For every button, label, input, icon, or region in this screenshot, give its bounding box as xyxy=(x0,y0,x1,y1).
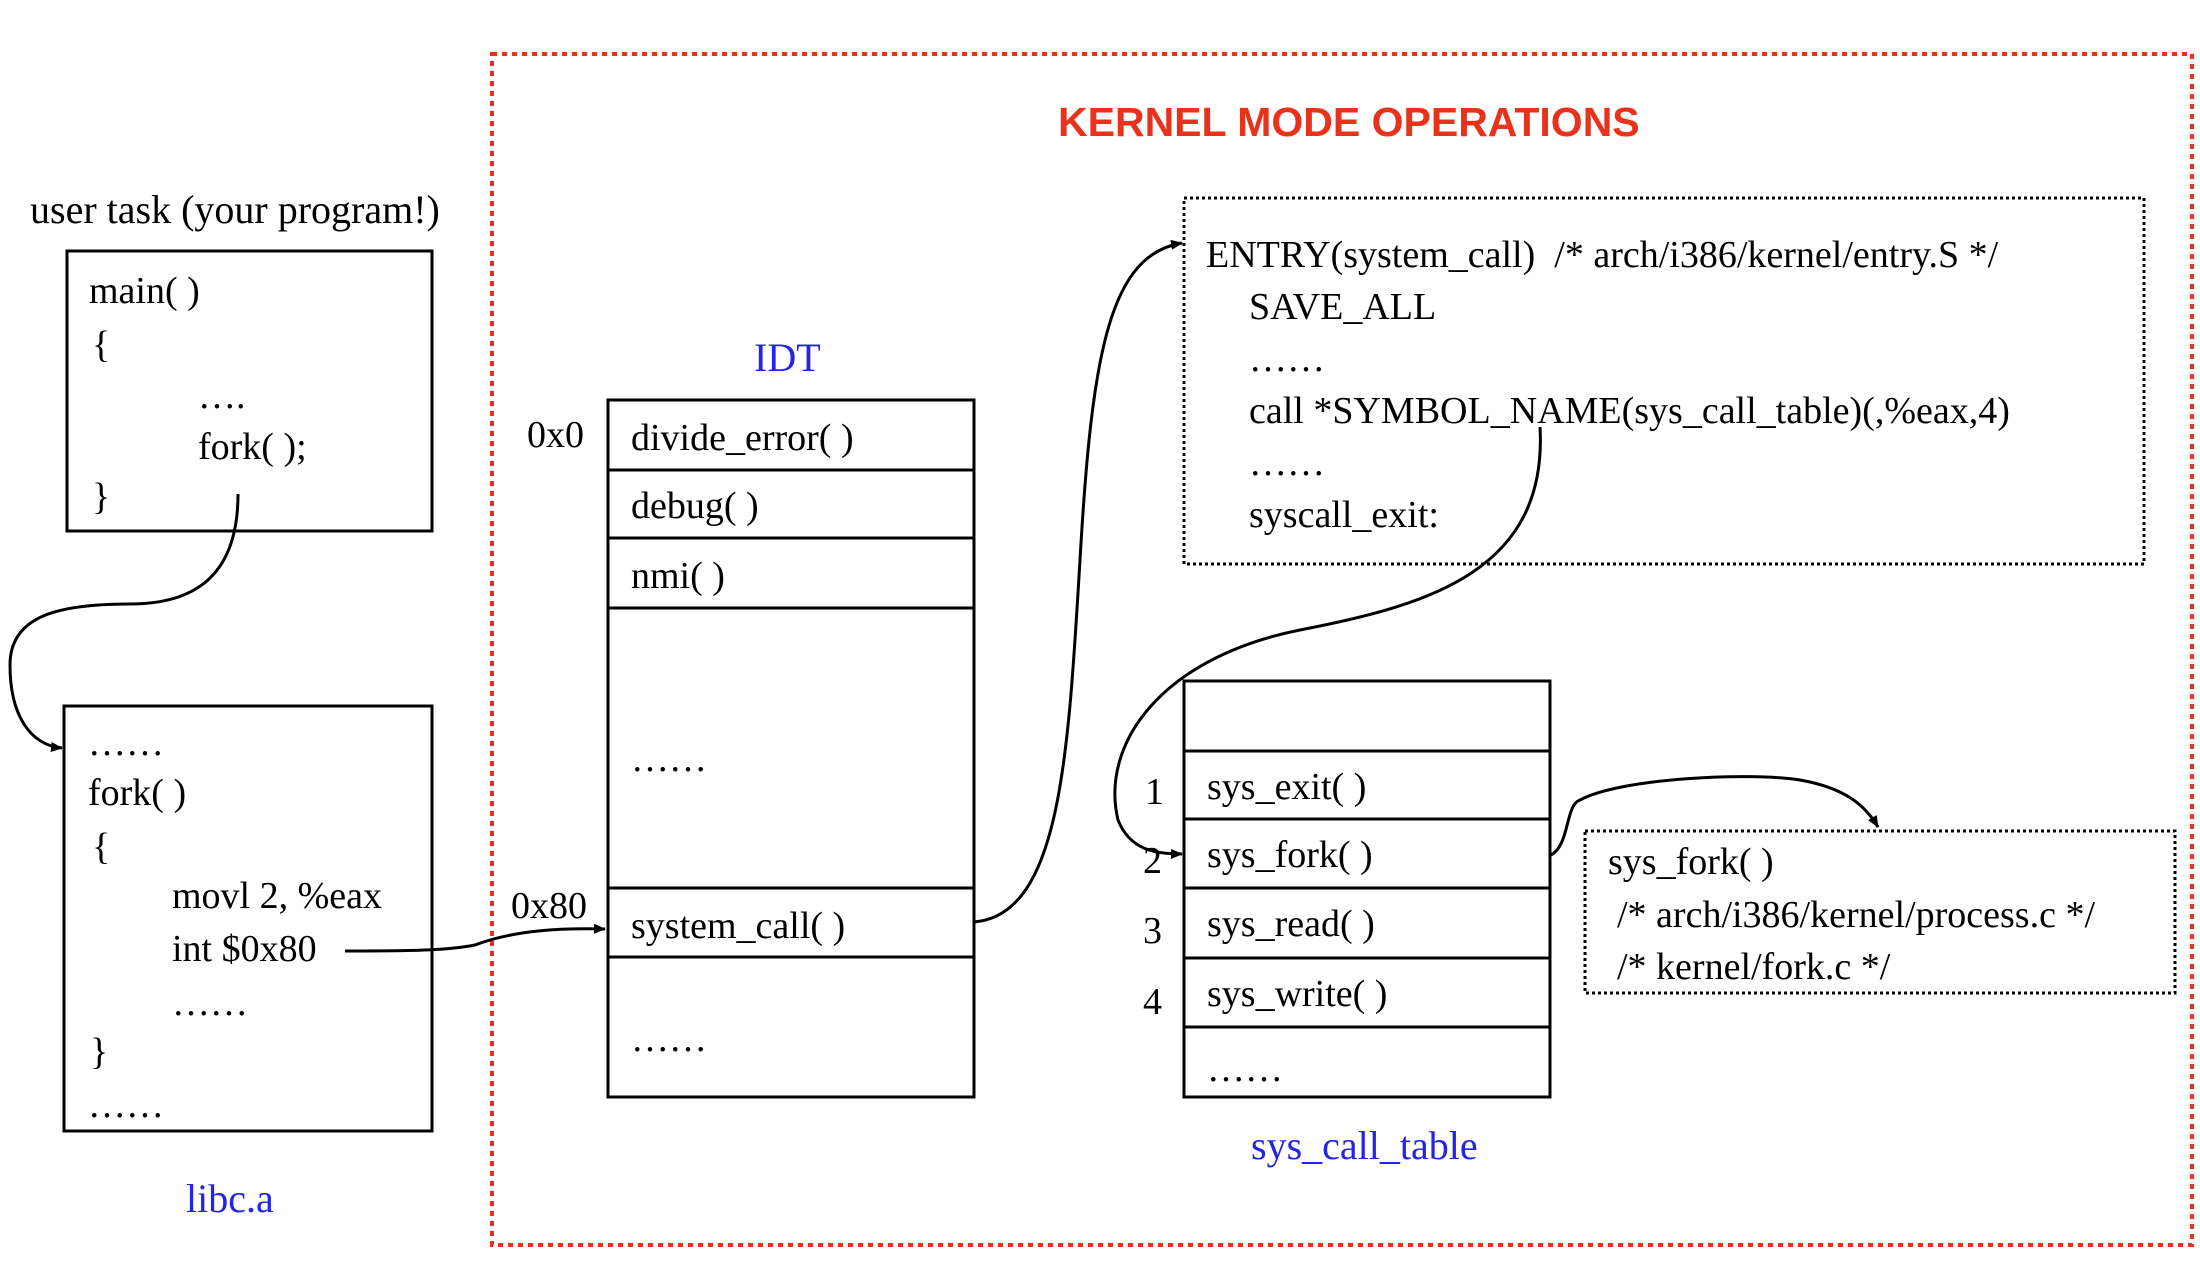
idt-offset-label: 0x0 xyxy=(527,414,584,456)
sys-fork-box xyxy=(1583,829,2177,995)
arrow-main-to-libc xyxy=(8,493,240,752)
kernel-mode-title: KERNEL MODE OPERATIONS xyxy=(1058,99,1640,145)
libc-code-line: } xyxy=(90,1031,109,1073)
libc-caption: libc.a xyxy=(186,1176,274,1221)
user-code-line: …. xyxy=(198,375,246,417)
entry-code-line: ENTRY(system_call) /* arch/i386/kernel/e… xyxy=(1206,234,1999,276)
user-code-line: fork( ); xyxy=(198,426,307,468)
sys-fork-line: /* kernel/fork.c */ xyxy=(1617,946,1891,988)
sys-call-table-row-dividers xyxy=(1184,749,1550,1029)
idt-table xyxy=(606,398,976,1099)
idt-row-dividers xyxy=(608,468,974,959)
entry-code-line: call *SYMBOL_NAME(sys_call_table)(,%eax,… xyxy=(1249,390,2010,432)
syscall-row-label: sys_read( ) xyxy=(1207,903,1375,945)
syscall-row-label: …… xyxy=(1207,1048,1283,1090)
libc-box xyxy=(62,704,434,1133)
libc-code-line: int $0x80 xyxy=(172,928,317,970)
user-code-line: { xyxy=(92,324,111,366)
entry-code-line: SAVE_ALL xyxy=(1249,286,1437,328)
syscall-number: 3 xyxy=(1143,910,1162,952)
syscall-number: 2 xyxy=(1143,840,1162,882)
arrow-int80-to-idt xyxy=(344,923,606,953)
libc-code-line: …… xyxy=(88,1084,164,1126)
idt-row-label: nmi( ) xyxy=(631,555,725,597)
sys-call-table-caption: sys_call_table xyxy=(1251,1123,1478,1168)
idt-offset-label: 0x80 xyxy=(511,885,587,927)
idt-row-label: …… xyxy=(631,738,707,780)
syscall-number: 1 xyxy=(1145,771,1164,813)
arrow-table-to-sysfork xyxy=(1550,775,1880,857)
arrow-idt-to-entry xyxy=(973,239,1183,924)
idt-caption: IDT xyxy=(754,335,821,380)
entry-code-line: …… xyxy=(1249,442,1325,484)
sys-fork-line: /* arch/i386/kernel/process.c */ xyxy=(1617,894,2096,936)
user-code-line: main( ) xyxy=(89,270,200,312)
kernel-mode-region xyxy=(490,52,2194,1247)
syscall-row-label: sys_exit( ) xyxy=(1207,766,1367,808)
entry-code-box xyxy=(1182,196,2146,566)
user-code-line: } xyxy=(92,476,111,518)
idt-row-label: system_call( ) xyxy=(631,905,846,947)
user-task-caption: user task (your program!) xyxy=(30,187,440,232)
entry-code-line: …… xyxy=(1249,338,1325,380)
idt-row-label: divide_error( ) xyxy=(631,417,854,459)
libc-code-line: …… xyxy=(172,982,248,1024)
user-task-box xyxy=(65,249,434,533)
entry-code-line: syscall_exit: xyxy=(1249,494,1439,536)
libc-code-line: fork( ) xyxy=(88,772,187,814)
syscall-row-label: sys_write( ) xyxy=(1207,973,1388,1015)
libc-code-line: { xyxy=(92,826,111,868)
libc-code-line: …… xyxy=(88,722,164,764)
arrow-entry-to-table xyxy=(1113,426,1542,859)
idt-row-label: debug( ) xyxy=(631,485,759,527)
idt-row-label: …… xyxy=(631,1018,707,1060)
sys-fork-line: sys_fork( ) xyxy=(1608,841,1774,883)
libc-code-line: movl 2, %eax xyxy=(172,875,383,917)
syscall-number: 4 xyxy=(1143,981,1162,1023)
syscall-row-label: sys_fork( ) xyxy=(1207,834,1373,876)
